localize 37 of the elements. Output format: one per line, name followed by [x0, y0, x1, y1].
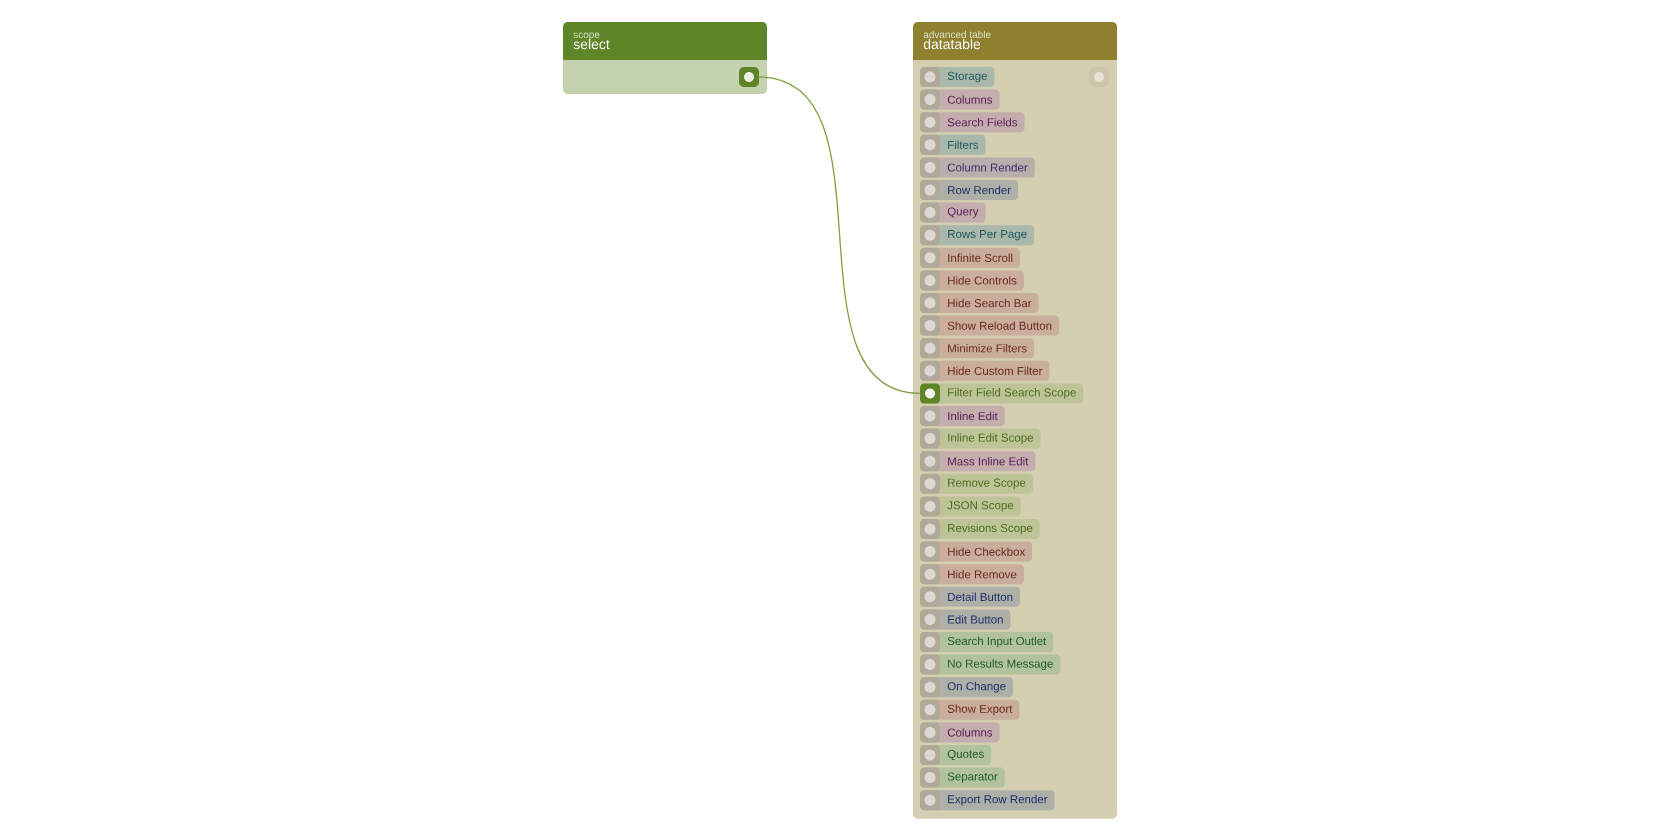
input-port: Hide Remove [920, 564, 1024, 585]
input-port: Column Render [920, 157, 1035, 178]
input-port: No Results Message [920, 654, 1061, 675]
input-port: Row Render [920, 180, 1019, 200]
node-label: Show Reload Button [947, 321, 1052, 330]
input-port: Detail Button [920, 586, 1021, 607]
input-port: Edit Button [920, 609, 1011, 630]
input-port: Hide Search Bar [920, 293, 1039, 313]
input-port: Minimize Filters [920, 338, 1035, 359]
node-label: Hide Controls [948, 276, 1017, 285]
input-port: Export Row Render [920, 790, 1055, 811]
input-port: Inline Edit Scope [920, 428, 1041, 449]
input-port: Rows Per Page [920, 225, 1035, 246]
input-port: Columns [920, 722, 1000, 743]
input-port: Mass Inline Edit [920, 451, 1036, 472]
input-port: Hide Checkbox [920, 541, 1033, 562]
input-port: Inline Edit [920, 406, 1005, 426]
input-port: Hide Custom Filter [920, 360, 1050, 381]
node-label: Minimize Filters [948, 343, 1027, 353]
node-label: No Results Message [948, 659, 1053, 670]
input-port: Search Input Outlet [920, 632, 1054, 652]
input-port: Hide Controls [920, 270, 1024, 291]
input-port: JSON Scope [920, 496, 1021, 517]
input-port: On Change [920, 677, 1014, 698]
node-label: Hide Custom Filter [948, 366, 1043, 376]
node-label: JSON Scope [947, 501, 1014, 512]
input-port: Search Fields [920, 112, 1025, 133]
input-port: Quotes [920, 745, 992, 765]
input-port: Filter Field Search Scope [920, 383, 1084, 404]
input-port: Remove Scope [920, 473, 1033, 494]
input-port: Storage [920, 67, 995, 87]
input-port: Revisions Scope [920, 519, 1040, 539]
node-card: scope select [563, 22, 767, 94]
connector [758, 76, 921, 395]
node-label: Separator [947, 772, 998, 783]
input-port: Infinite Scroll [920, 247, 1021, 268]
input-port: Show Export [920, 699, 1020, 720]
